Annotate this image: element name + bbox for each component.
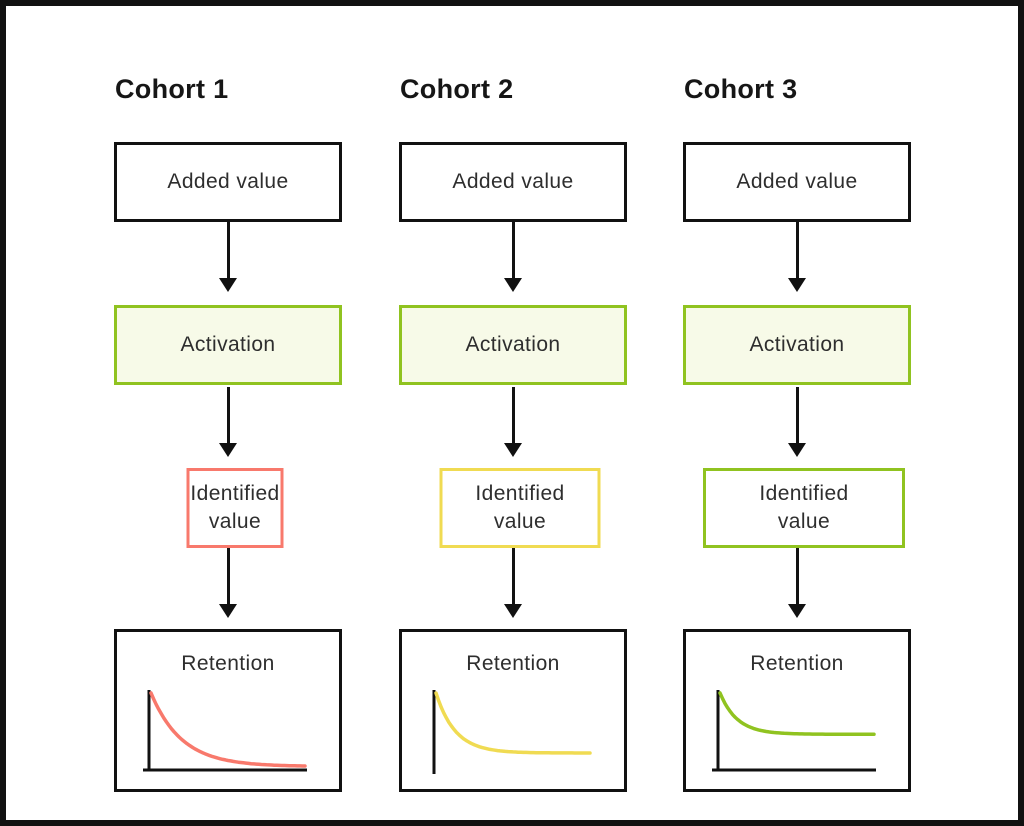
retention-box: Retention	[399, 629, 627, 792]
arrow-down-icon	[788, 548, 806, 618]
arrow-down-icon	[219, 222, 237, 292]
added-value-label: Added value	[452, 170, 574, 193]
retention-curve-chart	[432, 690, 592, 774]
retention-box: Retention	[683, 629, 911, 792]
identified-value-label: Identified value	[475, 481, 565, 533]
added-value-box: Added value	[114, 142, 342, 222]
arrow-down-icon	[504, 548, 522, 618]
added-value-box: Added value	[683, 142, 911, 222]
cohort-1-column: Cohort 1 Added value Activation Identifi…	[114, 0, 342, 826]
cohort-3-title: Cohort 3	[684, 74, 798, 104]
cohort-1-title: Cohort 1	[115, 74, 229, 104]
arrow-down-icon	[219, 548, 237, 618]
activation-label: Activation	[180, 333, 276, 356]
arrow-down-icon	[504, 387, 522, 457]
identified-value-label: Identified value	[759, 481, 849, 533]
retention-label: Retention	[466, 652, 560, 675]
identified-value-label: Identified value	[190, 481, 280, 533]
retention-curve-chart	[143, 690, 307, 772]
retention-label: Retention	[181, 652, 275, 675]
activation-box: Activation	[399, 305, 627, 385]
identified-value-box: Identified value	[439, 468, 601, 548]
activation-box: Activation	[114, 305, 342, 385]
added-value-label: Added value	[736, 170, 858, 193]
activation-box: Activation	[683, 305, 911, 385]
added-value-box: Added value	[399, 142, 627, 222]
added-value-label: Added value	[167, 170, 289, 193]
cohort-3-column: Cohort 3 Added value Activation Identifi…	[683, 0, 911, 826]
retention-curve-chart	[712, 690, 876, 772]
arrow-down-icon	[219, 387, 237, 457]
activation-label: Activation	[749, 333, 845, 356]
arrow-down-icon	[788, 387, 806, 457]
retention-box: Retention	[114, 629, 342, 792]
identified-value-box: Identified value	[186, 468, 284, 548]
cohort-2-column: Cohort 2 Added value Activation Identifi…	[399, 0, 627, 826]
retention-label: Retention	[750, 652, 844, 675]
identified-value-box: Identified value	[703, 468, 905, 548]
arrow-down-icon	[788, 222, 806, 292]
arrow-down-icon	[504, 222, 522, 292]
cohort-2-title: Cohort 2	[400, 74, 514, 104]
activation-label: Activation	[465, 333, 561, 356]
